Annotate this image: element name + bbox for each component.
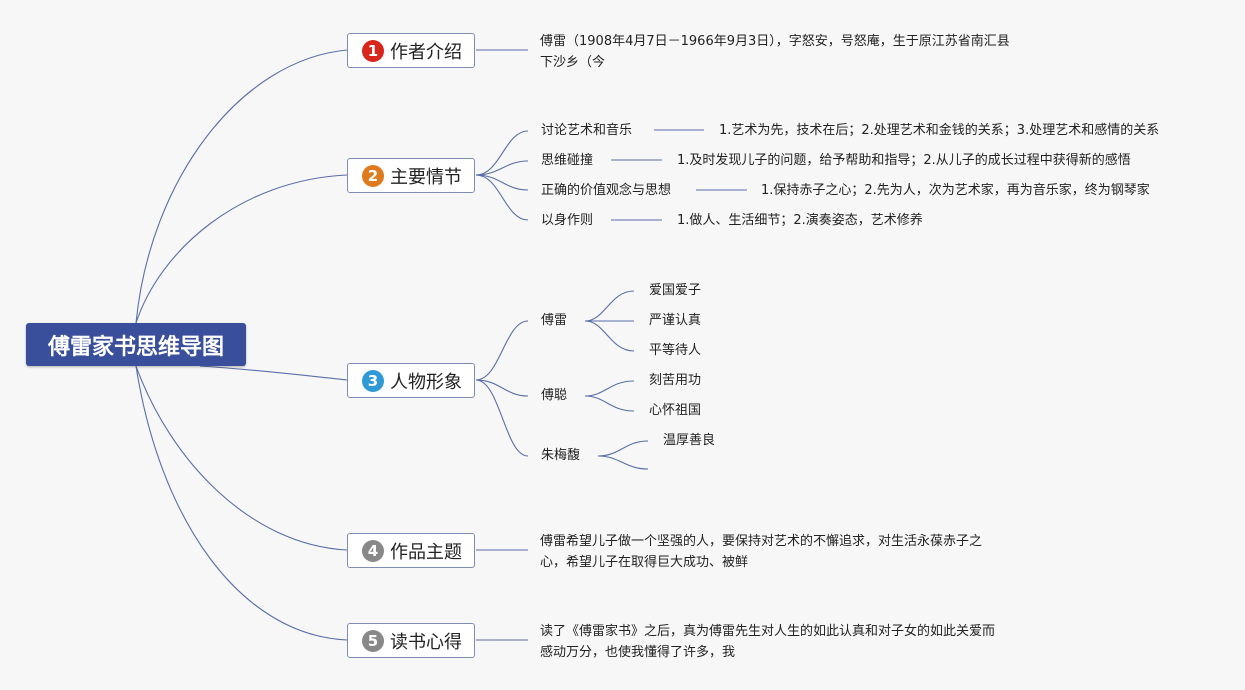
number-badge: 3	[362, 369, 384, 392]
plot-topic[interactable]: 以身作则	[541, 213, 594, 228]
plot-topic[interactable]: 正确的价值观念与思想	[541, 183, 672, 198]
number-badge: 5	[362, 629, 384, 652]
character-name[interactable]: 傅聪	[541, 388, 568, 403]
plot-detail[interactable]: 1.做人、生活细节；2.演奏姿态，艺术修养	[677, 213, 923, 228]
character-trait[interactable]: 温厚善良	[663, 433, 716, 448]
character-trait[interactable]: 爱国爱子	[649, 283, 702, 298]
character-name[interactable]: 傅雷	[541, 313, 568, 328]
author-intro-text: 傅雷（1908年4月7日－1966年9月3日），字怒安，号怒庵，生于原江苏省南汇…	[540, 31, 1030, 73]
reflection-text: 读了《傅雷家书》之后，真为傅雷先生对人生的如此认真和对子女的如此关爱而 感动万分…	[540, 621, 1030, 663]
character-name[interactable]: 朱梅馥	[541, 448, 581, 463]
text-line: 傅雷希望儿子做一个坚强的人，要保持对艺术的不懈追求，对生活永葆赤子之	[540, 534, 983, 549]
branch-title: 作品主题	[390, 541, 462, 563]
branch-title: 主要情节	[390, 166, 462, 188]
plot-detail[interactable]: 1.保持赤子之心；2.先为人，次为艺术家，再为音乐家，终为钢琴家	[761, 183, 1150, 198]
branch-title: 读书心得	[390, 631, 462, 653]
theme-text: 傅雷希望儿子做一个坚强的人，要保持对艺术的不懈追求，对生活永葆赤子之 心，希望儿…	[540, 531, 1030, 573]
branch-characters[interactable]: 3 人物形象	[347, 363, 475, 398]
plot-topic[interactable]: 思维碰撞	[541, 153, 594, 168]
branch-main-plot[interactable]: 2 主要情节	[347, 158, 475, 193]
root-title: 傅雷家书思维导图	[47, 334, 224, 360]
branch-title: 人物形象	[390, 371, 462, 393]
character-trait[interactable]: 心怀祖国	[649, 403, 702, 418]
character-trait[interactable]: 刻苦用功	[649, 373, 702, 388]
number-badge: 1	[362, 39, 384, 62]
number-badge: 4	[362, 539, 384, 562]
text-line: 感动万分，也使我懂得了许多，我	[540, 645, 736, 660]
plot-detail[interactable]: 1.艺术为先，技术在后；2.处理艺术和金钱的关系；3.处理艺术和感情的关系	[719, 123, 1160, 138]
character-trait[interactable]: 平等待人	[649, 343, 702, 358]
plot-topic[interactable]: 讨论艺术和音乐	[541, 123, 633, 138]
branch-reflection[interactable]: 5 读书心得	[347, 623, 475, 658]
text-line: 读了《傅雷家书》之后，真为傅雷先生对人生的如此认真和对子女的如此关爱而	[540, 624, 996, 639]
branch-author-intro[interactable]: 1 作者介绍	[347, 33, 475, 68]
branch-theme[interactable]: 4 作品主题	[347, 533, 475, 568]
text-line: 心，希望儿子在取得巨大成功、被鲜	[540, 555, 749, 570]
plot-detail[interactable]: 1.及时发现儿子的问题，给予帮助和指导；2.从儿子的成长过程中获得新的感悟	[677, 153, 1131, 168]
branch-title: 作者介绍	[390, 41, 462, 63]
text-line: 下沙乡（今	[540, 55, 606, 70]
text-line: 傅雷（1908年4月7日－1966年9月3日），字怒安，号怒庵，生于原江苏省南汇…	[540, 34, 1010, 49]
character-trait[interactable]: 严谨认真	[649, 313, 702, 328]
number-badge: 2	[362, 164, 384, 187]
root-node[interactable]: 傅雷家书思维导图	[26, 323, 246, 366]
